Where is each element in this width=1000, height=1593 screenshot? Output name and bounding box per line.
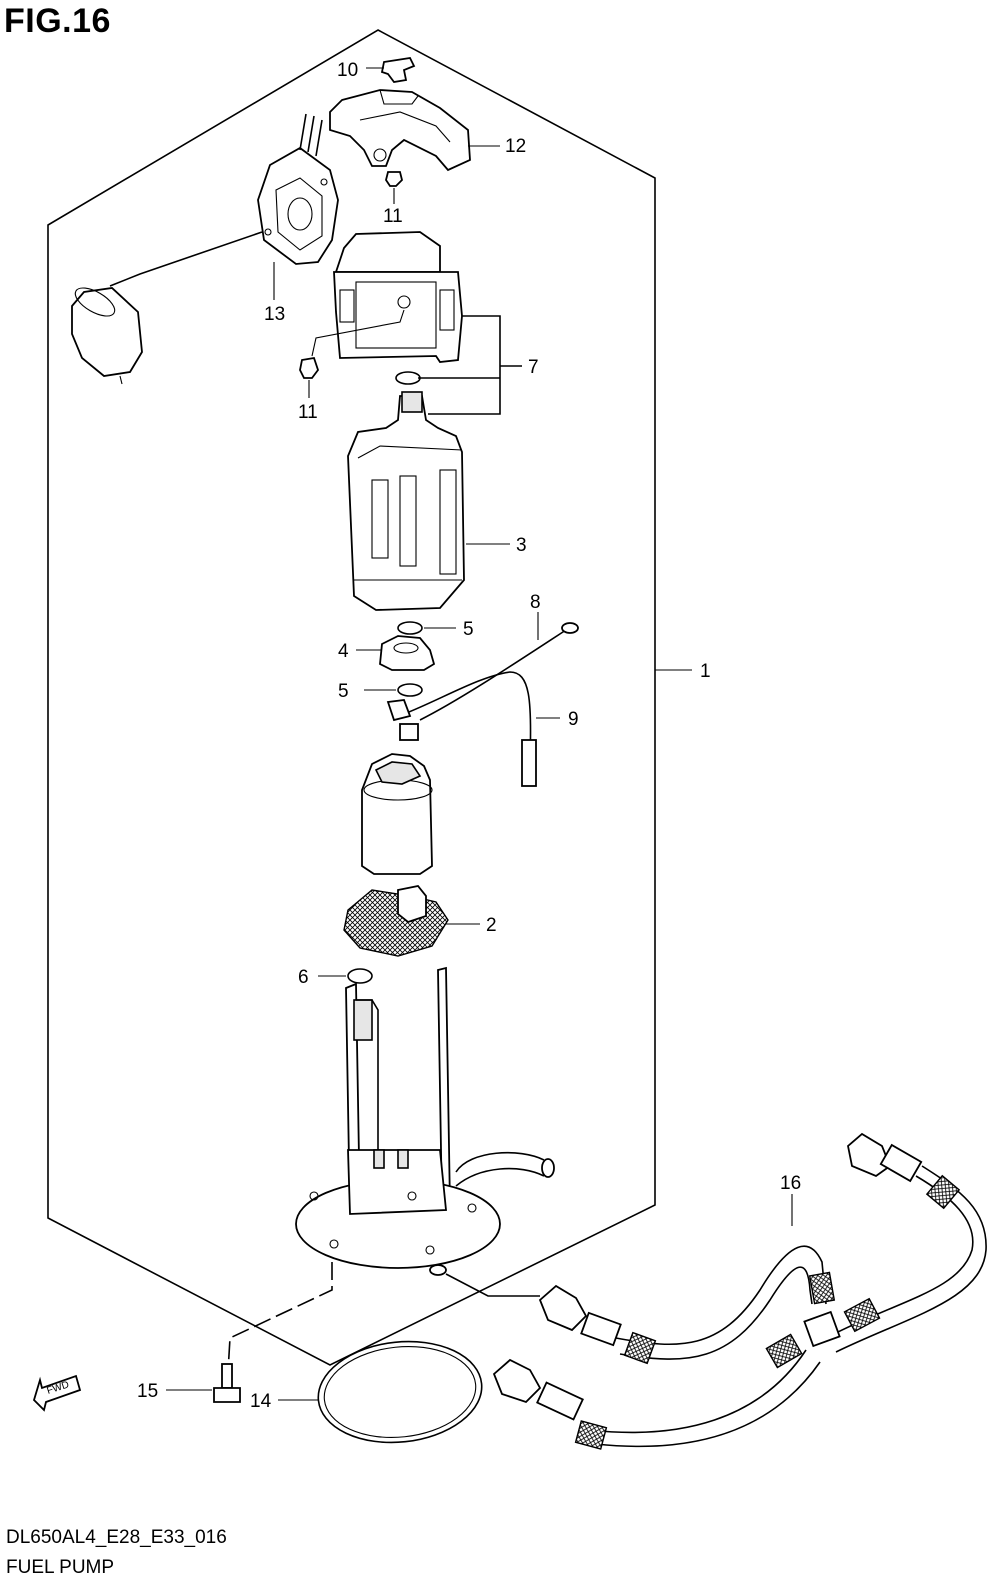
- part-7-o-ring: [395, 371, 421, 385]
- part-2-fuel-filter: [343, 885, 480, 957]
- figure-title: FIG.16: [4, 2, 111, 40]
- part-7-fuel-pump-case-top: [311, 231, 522, 415]
- callout-2: 2: [486, 915, 497, 936]
- part-5-o-ring-lower: [397, 683, 423, 697]
- hose-connector-2: [492, 1358, 584, 1421]
- part-13-fuel-level-gauge: [71, 113, 339, 385]
- part-3-fuel-pump-case: [347, 391, 510, 611]
- assembly-boundary: [47, 29, 656, 1366]
- part-9-wiring-harness: [386, 671, 560, 787]
- callout-11-upper: 11: [383, 206, 403, 227]
- callout-5-lower: 5: [338, 681, 349, 702]
- part-11-screw-upper: [385, 171, 403, 204]
- figure-name: FUEL PUMP: [6, 1557, 115, 1578]
- figure-code: DL650AL4_E28_E33_016: [6, 1527, 227, 1548]
- callout-12: 12: [505, 136, 526, 157]
- part-10-clip: [366, 57, 416, 83]
- callout-10: 10: [337, 60, 358, 81]
- callout-9: 9: [568, 709, 579, 730]
- callout-4: 4: [338, 641, 349, 662]
- hose-connector-1: [538, 1284, 622, 1347]
- part-4-fuel-pressure-regulator: [356, 635, 436, 671]
- callout-5-upper: 5: [463, 619, 474, 640]
- callout-1: 1: [700, 661, 711, 682]
- part-14-gasket: [278, 1340, 483, 1444]
- callout-7: 7: [528, 357, 539, 378]
- callout-14: 14: [250, 1391, 272, 1412]
- part-6-o-ring: [347, 968, 373, 984]
- callout-15: 15: [137, 1381, 158, 1402]
- part-15-bolt: [166, 1363, 241, 1403]
- callout-8: 8: [530, 592, 541, 613]
- hose-connector-3: [847, 1132, 923, 1183]
- fuel-pump-plate: [227, 966, 555, 1373]
- part-8-lead-wire: [419, 612, 579, 721]
- callout-13: 13: [264, 304, 285, 325]
- part-5-o-ring-upper: [397, 621, 423, 635]
- callout-16: 16: [780, 1173, 801, 1194]
- callout-6: 6: [298, 967, 309, 988]
- callout-11-lower: 11: [298, 402, 318, 423]
- part-11-screw-lower: [299, 356, 320, 398]
- part-12-bracket: [329, 89, 500, 172]
- fuel-pump-motor: [361, 753, 433, 875]
- fwd-arrow-icon: FWD: [32, 1374, 82, 1412]
- callout-3: 3: [516, 535, 527, 556]
- part-16-fuel-hose: [492, 1132, 987, 1450]
